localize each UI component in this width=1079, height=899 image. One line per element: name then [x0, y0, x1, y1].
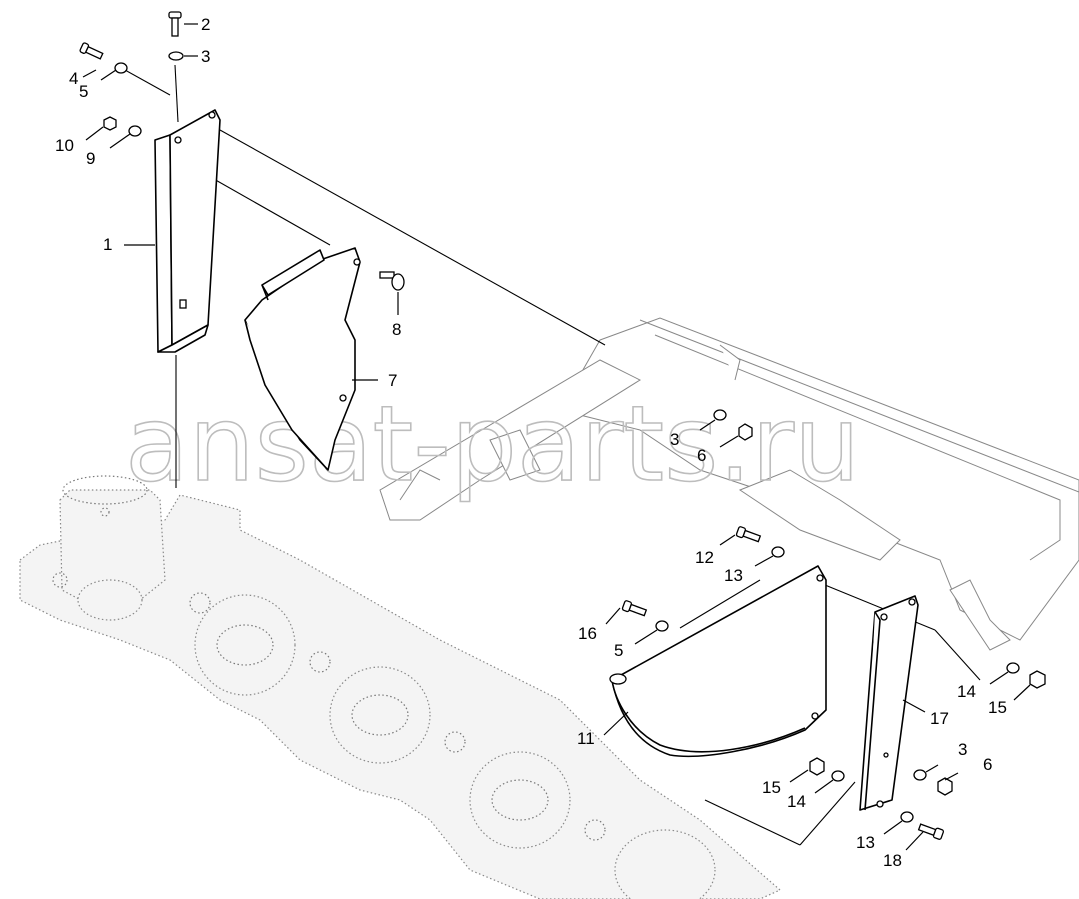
washer-icon: [900, 811, 914, 823]
callout-6b: 6: [983, 755, 992, 774]
washer-icon: [831, 770, 845, 782]
nut-icon: [1029, 670, 1046, 689]
callout-4: 4: [69, 69, 78, 88]
callout-13: 13: [724, 566, 743, 585]
callout-6: 6: [697, 446, 706, 465]
callout-15b: 15: [762, 778, 781, 797]
callout-10: 10: [55, 136, 74, 155]
nut-icon: [809, 757, 825, 776]
callout-3: 3: [201, 47, 210, 66]
callout-5: 5: [79, 82, 88, 101]
callout-9: 9: [86, 149, 95, 168]
washer-icon: [168, 51, 184, 61]
nut-icon: [103, 116, 117, 131]
washer-icon: [713, 409, 727, 421]
washer-icon: [114, 62, 128, 74]
callout-15: 15: [988, 698, 1007, 717]
assembly-lines: [124, 64, 981, 846]
washer-icon: [913, 769, 927, 781]
washer-icon: [1006, 662, 1020, 674]
callout-16: 16: [578, 624, 597, 643]
washer-icon: [771, 546, 785, 558]
cutter-bar: [19, 475, 782, 899]
callout-3c: 3: [958, 740, 967, 759]
mower-frame: [379, 317, 1079, 651]
watermark: ansat-parts.ru: [125, 383, 860, 505]
callout-14b: 14: [787, 792, 806, 811]
upright-bracket: [154, 109, 221, 353]
callout-18: 18: [883, 851, 902, 870]
bolt-icon: [917, 823, 945, 840]
curved-guard: [609, 565, 827, 758]
washer-icon: [655, 620, 669, 632]
callout-5b: 5: [614, 641, 623, 660]
bolt-icon: [735, 526, 762, 543]
callout-2: 2: [201, 15, 210, 34]
callout-13b: 13: [856, 833, 875, 852]
callouts: 1 2 3 4 5 10 9 8 7 3 6 12 13 16 5 11 17 …: [55, 15, 1007, 870]
hardware: [79, 11, 1046, 840]
callout-1: 1: [103, 235, 112, 254]
washer-icon: [128, 125, 142, 137]
bolt-icon: [621, 600, 648, 617]
nut-icon: [937, 777, 953, 796]
callout-7: 7: [388, 371, 397, 390]
callout-8: 8: [392, 320, 401, 339]
bolt-icon: [79, 42, 104, 60]
nut-icon: [738, 423, 753, 441]
deflector-shield: [244, 247, 361, 471]
callout-14: 14: [957, 682, 976, 701]
flat-bar: [859, 595, 919, 811]
callout-12: 12: [695, 548, 714, 567]
bolt-icon: [379, 271, 405, 291]
leader-lines: [82, 23, 1031, 851]
callout-3b: 3: [670, 430, 679, 449]
bolt-icon: [168, 11, 182, 37]
callout-11: 11: [577, 729, 595, 748]
callout-17: 17: [930, 709, 949, 728]
